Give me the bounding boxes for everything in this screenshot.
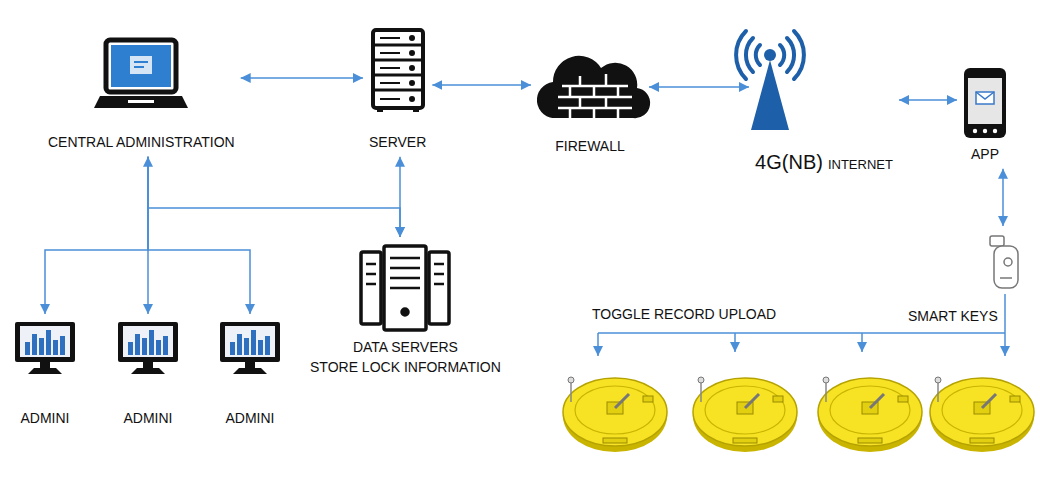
icon-node: ADMINI <box>13 320 77 427</box>
connector-arrow <box>241 77 363 79</box>
phone-icon <box>964 68 1006 138</box>
node-label: 4G(NB) <box>755 150 823 174</box>
bus-label: TOGGLE RECORD UPLOAD <box>592 306 776 323</box>
node-label: ADMINI <box>124 410 173 427</box>
upload-bus <box>598 294 1005 356</box>
lock-icon <box>563 377 667 452</box>
lock-icon <box>818 377 922 452</box>
node-label: INTERNET <box>828 157 893 173</box>
lock-illustration <box>563 377 1034 452</box>
lock-icon <box>693 377 797 452</box>
icon-node: 4G(NB) INTERNET <box>755 32 893 174</box>
monitor-icon <box>220 322 280 374</box>
data-server-icon <box>361 246 449 330</box>
node-label: SMART KEYS <box>908 308 998 325</box>
node-label: SERVER <box>369 134 426 151</box>
icon-node: FIREWALL <box>537 52 643 155</box>
smart-key-icon <box>990 236 1018 288</box>
server-icon <box>373 30 423 112</box>
connector-arrow <box>148 157 250 314</box>
icon-node: CENTRAL ADMINISTRATION <box>48 38 235 151</box>
node-label: ADMINI <box>21 410 70 427</box>
node-label: ADMINI <box>226 410 275 427</box>
icon-node: SERVER <box>369 28 426 151</box>
node-label: STORE LOCK INFORMATION <box>310 357 501 377</box>
node-label: APP <box>971 146 999 163</box>
node-label: CENTRAL ADMINISTRATION <box>48 134 235 151</box>
lock-icon <box>930 377 1034 452</box>
connector-arrow <box>432 84 531 86</box>
node-label: FIREWALL <box>555 138 625 155</box>
monitor-icon <box>118 322 178 374</box>
icon-node: APP <box>963 68 1007 163</box>
icon-node: ADMINI <box>218 320 282 427</box>
monitor-icon <box>15 322 75 374</box>
connector-arrow <box>148 157 400 237</box>
firewall-icon <box>537 56 650 118</box>
icon-node: DATA SERVERSSTORE LOCK INFORMATION <box>310 243 501 378</box>
icon-node: ADMINI <box>116 320 180 427</box>
connector-arrow <box>649 86 749 88</box>
icon-node: SMART KEYS <box>908 232 1022 325</box>
antenna-icon <box>736 31 804 130</box>
laptop-icon <box>94 40 188 108</box>
node-label: DATA SERVERS <box>353 337 458 357</box>
connector-arrow <box>1002 169 1004 226</box>
connector-arrow <box>899 99 957 101</box>
connector-arrow <box>45 157 148 314</box>
